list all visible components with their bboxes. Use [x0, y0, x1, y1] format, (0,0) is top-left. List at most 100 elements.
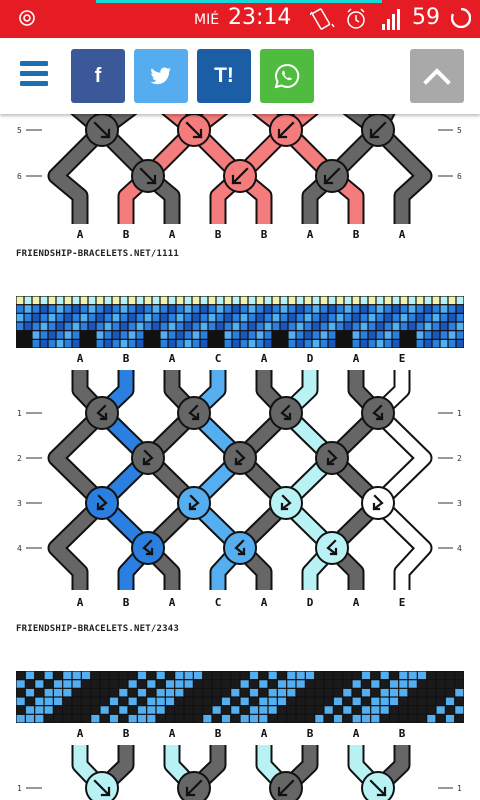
preview-cell: [176, 296, 184, 305]
preview-cell: [305, 714, 315, 723]
preview-cell: [376, 313, 384, 322]
preview-cell: [343, 688, 352, 697]
preview-cell: [88, 305, 96, 313]
preview-cell: [160, 339, 168, 348]
knot-arrow-icon: [369, 121, 387, 139]
preview-cell: [416, 322, 424, 331]
preview-cell: [436, 688, 445, 697]
preview-cell: [288, 322, 296, 331]
preview-cell: [96, 339, 104, 348]
row-number: 2: [457, 454, 462, 463]
pattern-caption-1111[interactable]: FRIENDSHIP-BRACELETS.NET/1111: [16, 249, 179, 259]
preview-cell: [147, 680, 156, 688]
preview-cell: [305, 706, 315, 714]
preview-cell: [109, 706, 119, 714]
preview-cell: [305, 697, 315, 706]
preview-cell: [417, 697, 427, 706]
preview-cell: [384, 331, 392, 339]
preview-cell: [296, 322, 304, 331]
whatsapp-share-button[interactable]: [260, 49, 314, 103]
back-to-top-button[interactable]: [410, 49, 464, 103]
preview-cell: [144, 305, 152, 313]
preview-cell: [344, 313, 352, 322]
preview-cell: [392, 305, 400, 313]
preview-cell: [136, 305, 144, 313]
menu-icon[interactable]: [20, 61, 48, 89]
preview-cell: [88, 296, 96, 305]
thread: [279, 370, 339, 590]
preview-cell: [112, 339, 120, 348]
preview-cell: [104, 339, 112, 348]
preview-cell: [137, 680, 147, 688]
row-number: 6: [457, 172, 462, 181]
preview-cell: [324, 680, 333, 688]
row-number: 1: [17, 409, 22, 418]
preview-cell: [203, 697, 212, 706]
facebook-share-button[interactable]: f: [71, 49, 125, 103]
preview-cell: [389, 688, 399, 697]
preview-cell: [160, 305, 168, 313]
preview-cell: [417, 706, 427, 714]
thread-label-bottom: A: [77, 228, 84, 239]
preview-cell: [392, 331, 400, 339]
preview-cell: [16, 688, 25, 697]
knot-arrow-icon: [369, 779, 387, 797]
preview-cell: [44, 688, 53, 697]
preview-cell: [137, 697, 147, 706]
preview-cell: [81, 671, 91, 680]
twitter-share-button[interactable]: [134, 49, 188, 103]
preview-cell: [16, 313, 24, 322]
preview-cell: [156, 714, 165, 723]
preview-cell: [176, 322, 184, 331]
preview-cell: [264, 296, 272, 305]
preview-cell: [304, 322, 312, 331]
preview-cell: [81, 688, 91, 697]
preview-cell: [203, 680, 212, 688]
thread-label-top: C: [215, 352, 222, 365]
thread-label-top: B: [307, 727, 314, 740]
preview-cell: [304, 339, 312, 348]
preview-cell: [184, 322, 192, 331]
preview-cell: [287, 714, 296, 723]
preview-cell: [380, 671, 389, 680]
preview-cell: [160, 296, 168, 305]
preview-cell: [352, 688, 361, 697]
chevron-up-icon: [423, 68, 451, 85]
location-icon: [19, 10, 35, 26]
preview-cell: [240, 339, 248, 348]
preview-cell: [175, 714, 184, 723]
knot: [131, 441, 165, 475]
preview-cell: [184, 680, 193, 688]
preview-cell: [436, 697, 445, 706]
preview-cell: [296, 688, 305, 697]
preview-cell: [296, 331, 304, 339]
thread-label-top: A: [169, 727, 176, 740]
preview-cell: [64, 296, 72, 305]
knot-arrow-icon: [277, 779, 295, 797]
preview-cell: [312, 331, 320, 339]
preview-cell: [324, 697, 333, 706]
preview-cell: [175, 671, 184, 680]
preview-cell: [221, 688, 231, 697]
preview-cell: [44, 706, 53, 714]
preview-cell: [156, 671, 165, 680]
preview-cell: [287, 706, 296, 714]
preview-cell: [352, 339, 360, 348]
knot: [223, 531, 257, 565]
preview-cell: [259, 706, 268, 714]
pattern-caption-2343[interactable]: FRIENDSHIP-BRACELETS.NET/2343: [16, 624, 179, 634]
preview-cell: [44, 697, 53, 706]
preview-cell: [63, 680, 72, 688]
preview-cell: [64, 305, 72, 313]
preview-cell: [16, 714, 25, 723]
thread-label-bottom: A: [261, 596, 268, 609]
knot-arrow-icon: [93, 121, 111, 139]
preview-cell: [152, 322, 160, 331]
thread-label-bottom: B: [123, 228, 130, 239]
preview-cell: [184, 671, 193, 680]
tumblr-share-button[interactable]: T!: [197, 49, 251, 103]
